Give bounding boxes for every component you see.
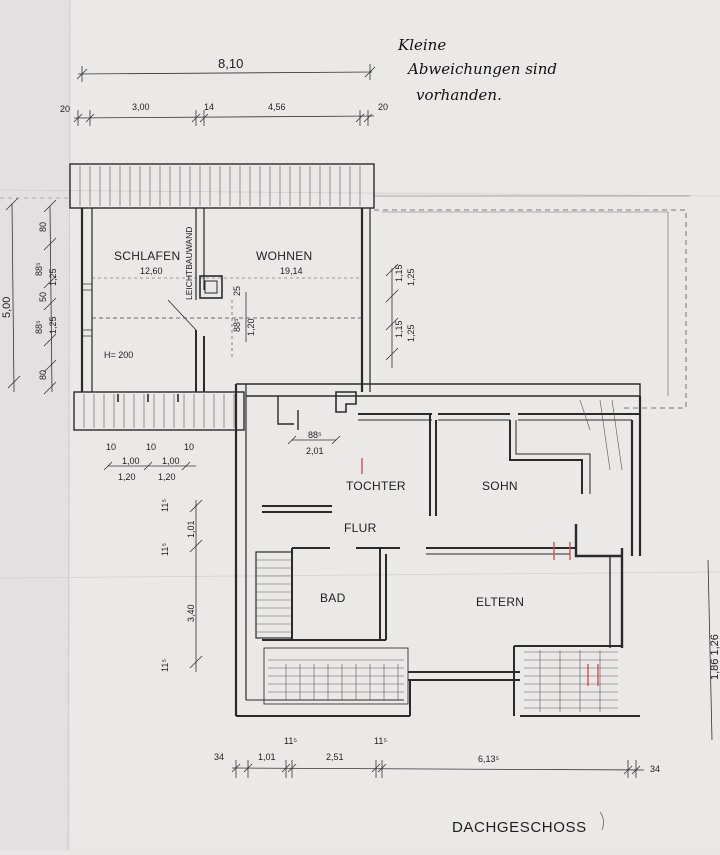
dim-left-2: 88⁵ [34, 262, 44, 276]
dim-top-4: 4,56 [268, 102, 286, 112]
dim-bottom-a: 34 [214, 752, 224, 762]
door-dimensions: 88⁵ 2,01 [287, 430, 341, 456]
note-line-1: Kleine [397, 36, 446, 54]
dim-total-depth: 5,00 [1, 297, 13, 318]
dim-inner-c: 25 [232, 286, 242, 296]
dim-lower-left-d: 3,40 [186, 604, 196, 622]
window-dimensions: 10 10 10 1,00 1,00 1,20 1,20 [103, 442, 196, 482]
room-label-schlafen: SCHLAFEN [114, 249, 180, 263]
right-edge-dimensions: 1,86 1,26 [707, 559, 720, 741]
note-line-2: Abweichungen sind [406, 60, 557, 78]
dim-inner-f: 1,15 [394, 320, 404, 338]
room-label-sohn: SOHN [482, 479, 518, 493]
room-label-tochter: TOCHTER [346, 479, 406, 493]
room-area-schlafen: 12,60 [140, 266, 163, 276]
dim-door-b: 2,01 [306, 446, 324, 456]
lower-wing-walls [234, 383, 642, 717]
room-label-eltern: ELTERN [476, 595, 524, 609]
dim-bottom-e: 11⁵ [374, 736, 387, 746]
dim-top-5: 20 [378, 102, 388, 112]
dim-inner-g: 1,25 [406, 324, 416, 342]
dim-bottom-g: 34 [650, 764, 660, 774]
room-area-wohnen: 19,14 [280, 266, 303, 276]
dim-top-2: 3,00 [132, 102, 150, 112]
dim-left-7: 80 [38, 370, 48, 380]
top-dimensions: 8,10 20 3,00 14 4,56 20 [60, 56, 388, 126]
dim-top-3: 14 [204, 102, 214, 112]
dashed-extension-outline [0, 195, 690, 409]
right-edge-text: 1,86 1,26 [709, 634, 720, 680]
dim-lower-left-a: 11⁵ [160, 499, 170, 512]
dim-inner-b: 1,20 [246, 318, 256, 336]
dim-left-6: 1,25 [48, 316, 58, 334]
dim-window-2: 10 [146, 442, 156, 452]
dim-window-1: 10 [106, 442, 116, 452]
dim-lower-left-e: 11⁵ [160, 659, 170, 672]
upper-wing-walls [80, 208, 371, 392]
dim-left-3: 1,25 [48, 268, 58, 286]
left-dimensions: 5,00 80 88⁵ 1,25 50 88⁵ 1,25 80 [1, 197, 58, 395]
handwritten-note: Kleine Abweichungen sind vorhanden. [397, 36, 557, 104]
dim-window-3: 10 [184, 442, 194, 452]
dim-window-4: 1,00 [122, 456, 140, 466]
lower-left-dimensions: 11⁵ 1,01 11⁵ 3,40 11⁵ [160, 499, 203, 672]
note-line-3: vorhanden. [416, 86, 502, 104]
dim-left-1: 80 [38, 222, 48, 232]
dim-left-5: 88⁵ [34, 320, 44, 334]
label-leichtbauwand: LEICHTBAUWAND [184, 227, 194, 300]
dim-bottom-b: 1,01 [258, 752, 276, 762]
dim-bottom-f: 6,13⁵ [478, 754, 500, 764]
dim-inner-d: 1,15 [394, 264, 404, 282]
dim-window-6: 1,20 [118, 472, 136, 482]
dim-window-7: 1,20 [158, 472, 176, 482]
dim-left-4: 50 [38, 292, 48, 302]
dim-door-a: 88⁵ [308, 430, 322, 440]
roof-overhang-middle [73, 391, 245, 431]
dim-top-1: 20 [60, 104, 70, 114]
dim-lower-left-c: 11⁵ [160, 543, 170, 556]
room-label-flur: FLUR [344, 521, 377, 535]
room-label-wohnen: WOHNEN [256, 249, 312, 263]
dim-bottom-d: 2,51 [326, 752, 344, 762]
room-label-bad: BAD [320, 591, 346, 605]
roof-overhang-lower [263, 399, 623, 712]
inner-dimensions-right: 1,15 1,25 1,15 1,25 25 88⁵ 1,20 [232, 263, 416, 368]
roof-overhang-top [69, 163, 375, 209]
dim-total-width: 8,10 [218, 56, 243, 71]
dim-inner-e: 1,25 [406, 268, 416, 286]
drawing-title: DACHGESCHOSS [452, 819, 587, 836]
dim-window-5: 1,00 [162, 456, 180, 466]
dim-lower-left-b: 1,01 [186, 520, 196, 538]
label-height: H= 200 [104, 350, 133, 360]
dim-inner-a: 88⁵ [232, 318, 242, 332]
red-correction-marks [361, 458, 599, 686]
dim-bottom-c: 11⁵ [284, 736, 297, 746]
bottom-dimensions: 34 1,01 11⁵ 2,51 11⁵ 6,13⁵ 34 [214, 736, 660, 778]
